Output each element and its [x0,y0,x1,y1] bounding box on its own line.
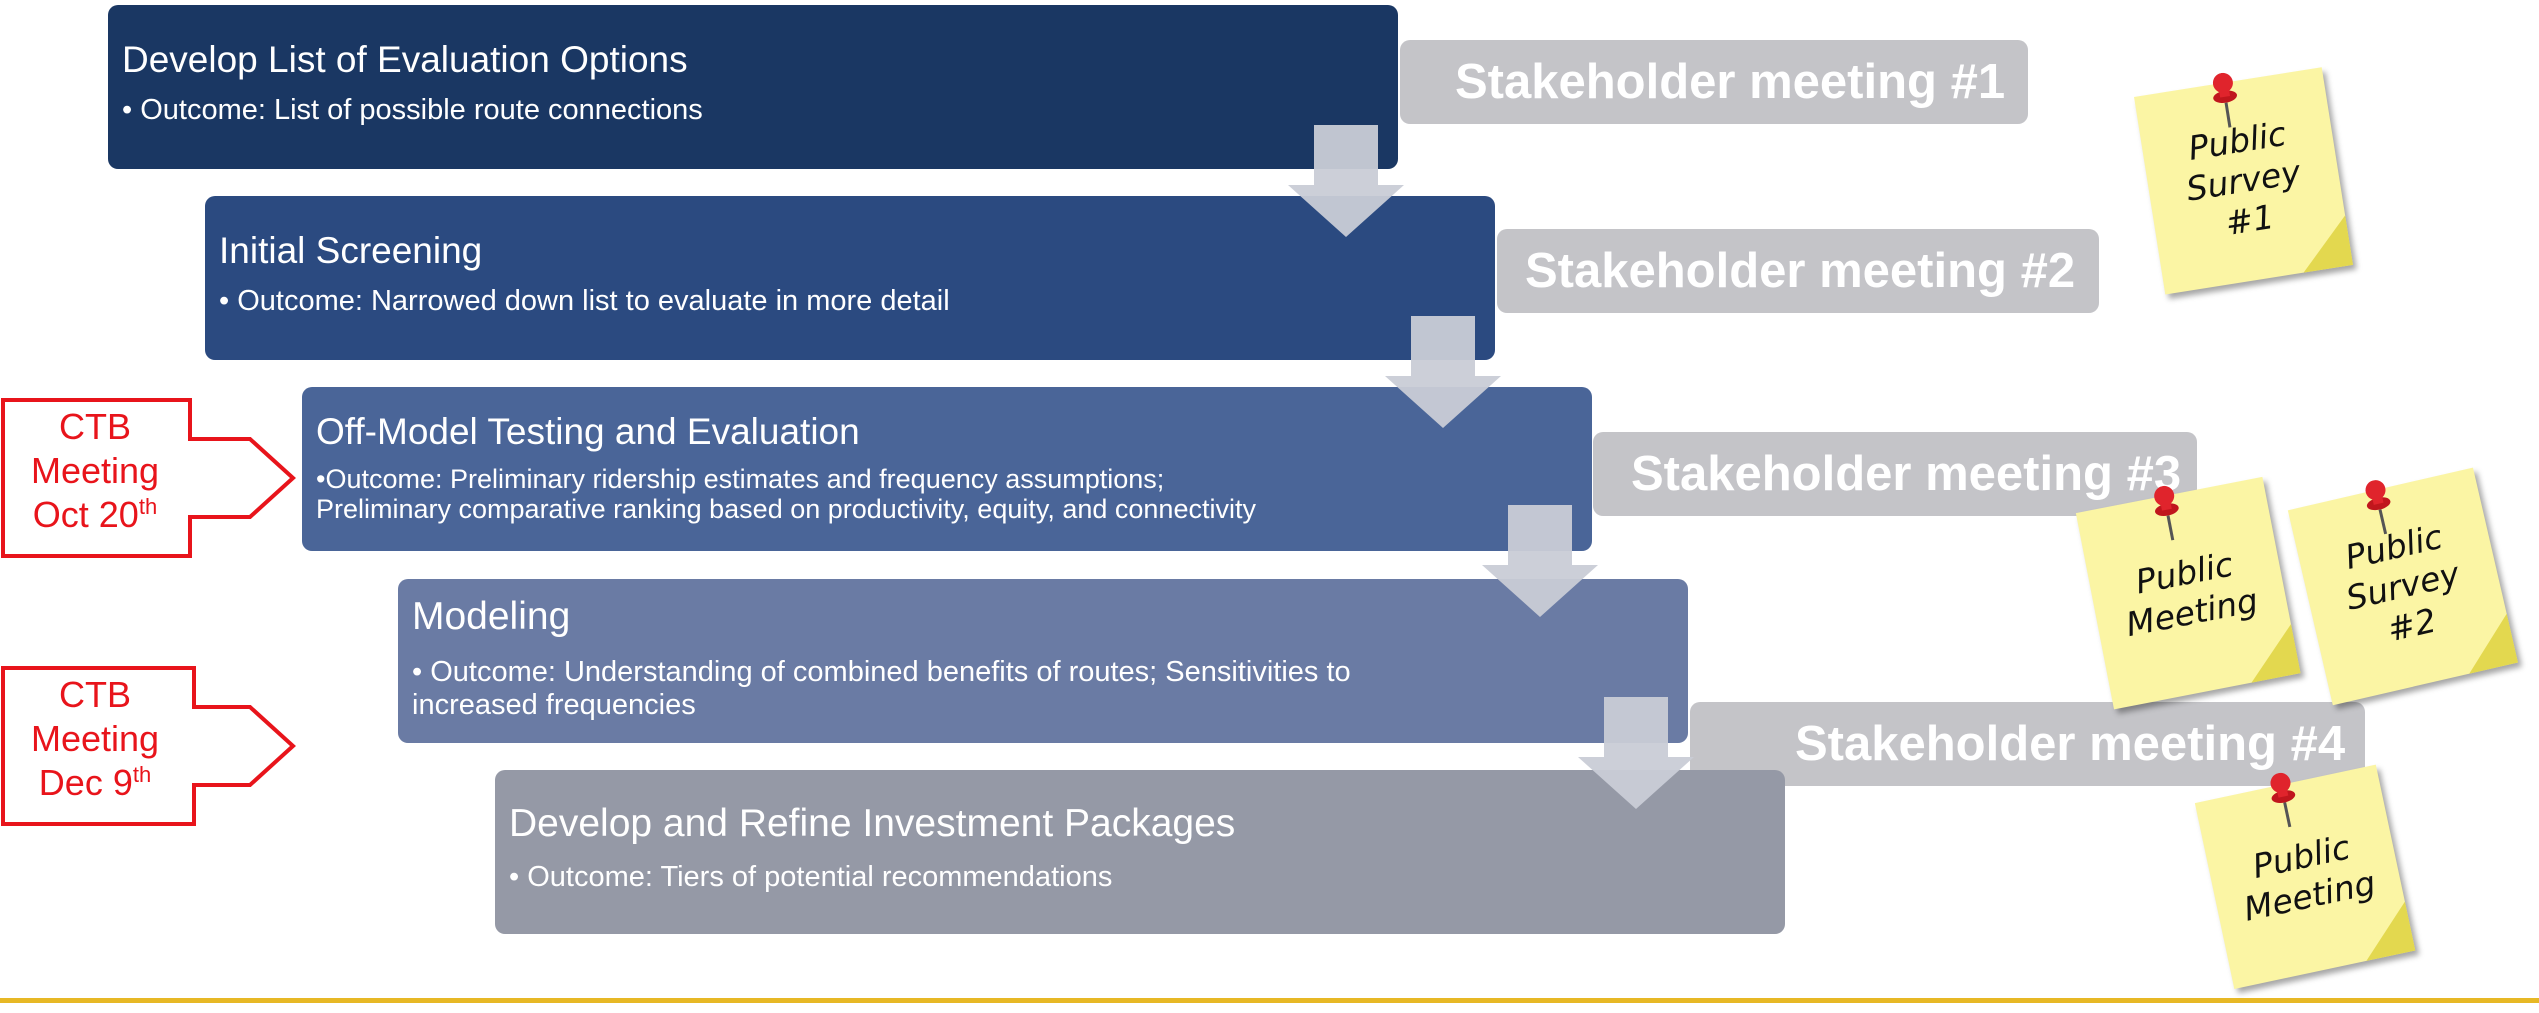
step-title: Modeling [412,595,571,638]
stakeholder-meeting-1-label: Stakeholder meeting #1 [1455,55,2006,109]
step-outcome: • Outcome: List of possible route connec… [122,94,703,126]
sticky-note-public-survey-2: Public Survey #2 [2287,465,2532,724]
step-title: Develop List of Evaluation Options [122,39,688,80]
push-pin-icon [2365,480,2391,535]
step-outcome: •Outcome: Preliminary ridership estimate… [316,464,1256,524]
step-title: Off-Model Testing and Evaluation [316,411,860,452]
step-develop-refine: Develop and Refine Investment Packages •… [495,770,1785,934]
ctb-meeting-oct: CTB Meeting Oct 20th [0,397,300,559]
step-title: Initial Screening [219,230,483,271]
push-pin-icon [2212,72,2237,128]
sticky-note-public-survey-1: Public Survey #1 [2134,66,2366,315]
bottom-rule [0,998,2539,1003]
step-outcome: • Outcome: Tiers of potential recommenda… [509,861,1113,893]
stakeholder-meeting-4-label: Stakeholder meeting #4 [1795,717,2346,771]
step-modeling: Modeling • Outcome: Understanding of com… [398,579,1688,743]
down-arrow-icon [1578,697,1694,809]
step-outcome: • Outcome: Narrowed down list to evaluat… [219,285,950,317]
push-pin-icon [2270,772,2296,828]
down-arrow-icon [1288,125,1404,237]
stakeholder-meeting-2: Stakeholder meeting #2 [1497,229,2099,313]
ctb-meeting-text: CTB Meeting Oct 20th [30,406,160,535]
step-outcome: • Outcome: Understanding of combined ben… [412,656,1351,721]
stakeholder-meeting-3: Stakeholder meeting #3 [1593,432,2197,516]
stakeholder-meeting-4: Stakeholder meeting #4 [1690,702,2365,786]
step-title: Develop and Refine Investment Packages [509,802,1236,845]
ctb-meeting-dec: CTB Meeting Dec 9th [0,665,300,827]
down-arrow-icon [1482,505,1598,617]
step-off-model-testing: Off-Model Testing and Evaluation •Outcom… [302,387,1592,551]
down-arrow-icon [1385,316,1501,428]
stakeholder-meeting-2-label: Stakeholder meeting #2 [1525,244,2076,298]
right-arrow-callout-icon [1,398,296,558]
sticky-note-public-meeting-1: Public Meeting [2075,475,2314,729]
sticky-note-public-meeting-2: Public Meeting [2194,762,2435,1013]
step-develop-list: Develop List of Evaluation Options • Out… [108,5,1398,169]
push-pin-icon [2154,485,2179,541]
ctb-meeting-text: CTB Meeting Dec 9th [30,674,160,803]
stakeholder-meeting-1: Stakeholder meeting #1 [1400,40,2028,124]
step-initial-screening: Initial Screening • Outcome: Narrowed do… [205,196,1495,360]
right-arrow-callout-icon [1,666,296,826]
stakeholder-meeting-3-label: Stakeholder meeting #3 [1631,447,2182,501]
